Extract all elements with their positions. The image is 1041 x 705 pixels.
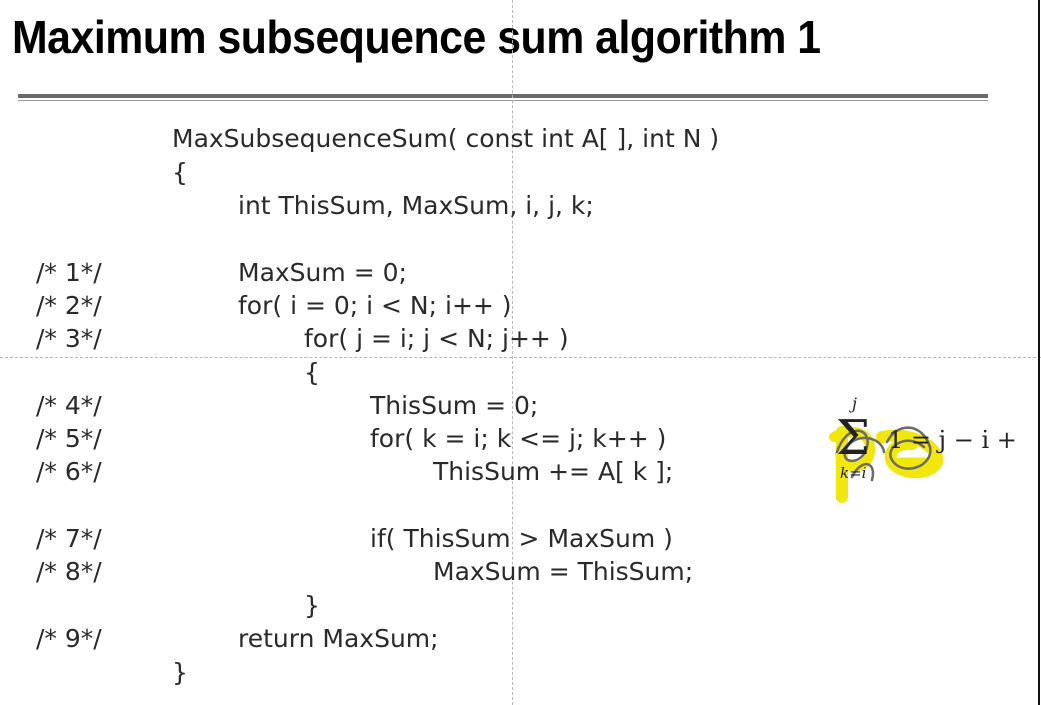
code-line: for( i = 0; i < N; i++ ) bbox=[238, 291, 512, 320]
horizontal-guide-line bbox=[0, 357, 1041, 358]
line-number: /* 9*/ bbox=[36, 624, 102, 653]
summation-figure: j Σ k=i 1 = j − i + bbox=[829, 394, 1017, 503]
code-open-brace: { bbox=[172, 158, 188, 187]
vertical-guide-line bbox=[512, 0, 513, 705]
code-signature: MaxSubsequenceSum( const int A[ ], int N… bbox=[172, 124, 720, 153]
code-close-brace: } bbox=[172, 658, 188, 687]
title-divider bbox=[18, 94, 988, 98]
line-number: /* 7*/ bbox=[36, 524, 102, 553]
summation-annotation: j Σ k=i 1 = j − i + bbox=[812, 392, 1041, 507]
code-line: for( j = i; j < N; j++ ) bbox=[304, 324, 569, 353]
line-number: /* 1*/ bbox=[36, 258, 102, 287]
code-declarations: int ThisSum, MaxSum, i, j, k; bbox=[238, 191, 594, 220]
code-inner-close-brace: } bbox=[304, 591, 320, 620]
code-line: ThisSum = 0; bbox=[370, 391, 539, 420]
code-line: MaxSum = ThisSum; bbox=[433, 557, 694, 586]
code-line: for( k = i; k <= j; k++ ) bbox=[370, 424, 667, 453]
code-inner-open-brace: { bbox=[304, 358, 320, 387]
title-divider-thin bbox=[18, 100, 988, 101]
line-number: /* 6*/ bbox=[36, 457, 102, 486]
code-line: ThisSum += A[ k ]; bbox=[433, 457, 674, 486]
pen-scribble bbox=[835, 426, 932, 482]
line-number: /* 8*/ bbox=[36, 557, 102, 586]
code-line: MaxSum = 0; bbox=[238, 258, 407, 287]
line-number: /* 5*/ bbox=[36, 424, 102, 453]
slide-title: Maximum subsequence sum algorithm 1 bbox=[12, 11, 821, 63]
sum-lower-limit: k=i bbox=[840, 464, 867, 482]
sum-body: 1 = j − i + bbox=[888, 426, 1017, 454]
code-line: if( ThisSum > MaxSum ) bbox=[370, 524, 673, 553]
line-number: /* 3*/ bbox=[36, 324, 102, 353]
line-number: /* 2*/ bbox=[36, 291, 102, 320]
line-number: /* 4*/ bbox=[36, 391, 102, 420]
window-edge bbox=[1038, 0, 1040, 705]
code-line: return MaxSum; bbox=[238, 624, 439, 653]
sum-upper-limit: j bbox=[849, 394, 857, 413]
sum-sigma-icon: Σ bbox=[836, 410, 870, 466]
